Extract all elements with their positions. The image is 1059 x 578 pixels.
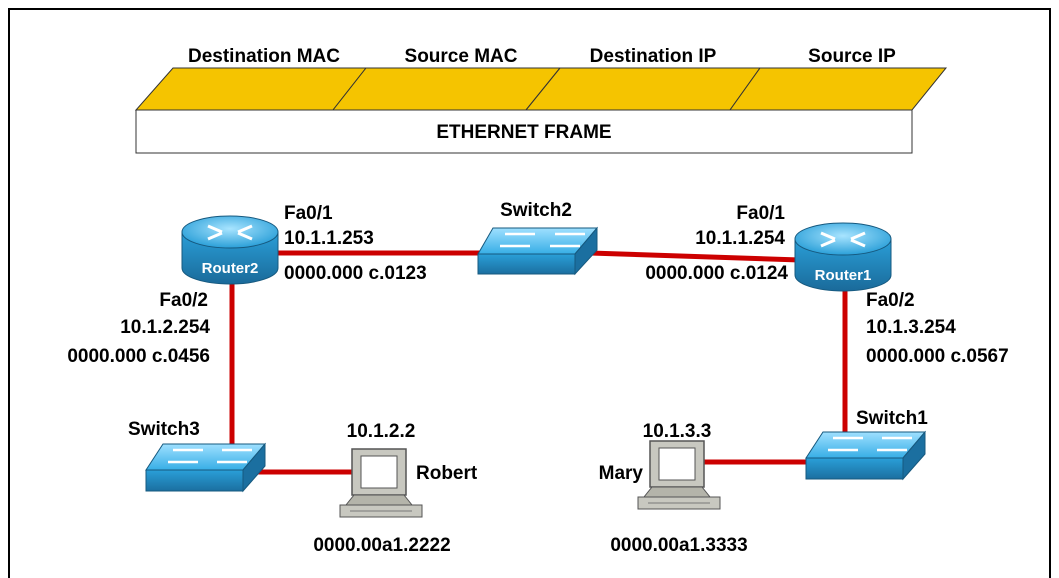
router2-fa02-iface: Fa0/2 [159,290,208,311]
field-label-destination-ip: Destination IP [590,46,717,67]
robert-ip: 10.1.2.2 [347,421,416,442]
router-arrows-icon [820,231,866,248]
robert-name: Robert [416,463,478,484]
mary-name: Mary [599,463,644,484]
router1-fa01-iface: Fa0/1 [736,203,785,224]
frame-field-source-ip [729,67,948,111]
ethernet-frame: Destination MAC Source MAC Destination I… [134,46,948,154]
switch1-label: Switch1 [856,408,928,429]
router1-fa02-iface: Fa0/2 [866,290,915,311]
robert-pc[interactable] [339,448,423,518]
router-arrows-icon [207,224,253,241]
router1-fa01-ip: 10.1.1.254 [695,228,785,249]
switch-arrows-icon [500,232,585,248]
router1-fa02-mac: 0000.000 c.0567 [866,346,1009,367]
robert-mac: 0000.00a1.2222 [313,535,450,556]
frame-field-destination-ip [524,67,761,111]
switch-arrows-icon [168,448,252,464]
router2-fa01-iface: Fa0/1 [284,203,333,224]
switch-arrows-icon [828,436,912,452]
field-label-destination-mac: Destination MAC [188,46,340,67]
mary-mac: 0000.00a1.3333 [610,535,747,556]
field-label-source-ip: Source IP [808,46,896,67]
router1-fa02-ip: 10.1.3.254 [866,317,956,338]
frame-box [135,109,913,154]
router2[interactable]: Router2 [181,215,279,285]
switch2[interactable] [477,226,599,276]
frame-field-destination-mac [134,67,368,111]
router1[interactable]: Router1 [794,222,892,292]
switch1[interactable] [805,430,927,481]
switch2-label: Switch2 [500,200,572,221]
mary-pc[interactable] [637,440,721,510]
frame-title: ETHERNET FRAME [436,122,611,143]
link-switch2-router1 [589,250,801,263]
router2-fa01-ip: 10.1.1.253 [284,228,374,249]
diagram-frame [8,8,1051,578]
router2-label: Router2 [202,260,259,277]
field-label-source-mac: Source MAC [405,46,518,67]
frame-field-source-mac [331,67,562,111]
router1-fa01-mac: 0000.000 c.0124 [645,263,788,284]
router2-fa01-mac: 0000.000 c.0123 [284,263,427,284]
switch3[interactable] [145,442,267,493]
mary-ip: 10.1.3.3 [643,421,712,442]
router2-fa02-mac: 0000.000 c.0456 [67,346,210,367]
switch3-label: Switch3 [128,419,200,440]
router2-fa02-ip: 10.1.2.254 [120,317,210,338]
links [229,250,848,475]
router1-label: Router1 [815,267,872,284]
